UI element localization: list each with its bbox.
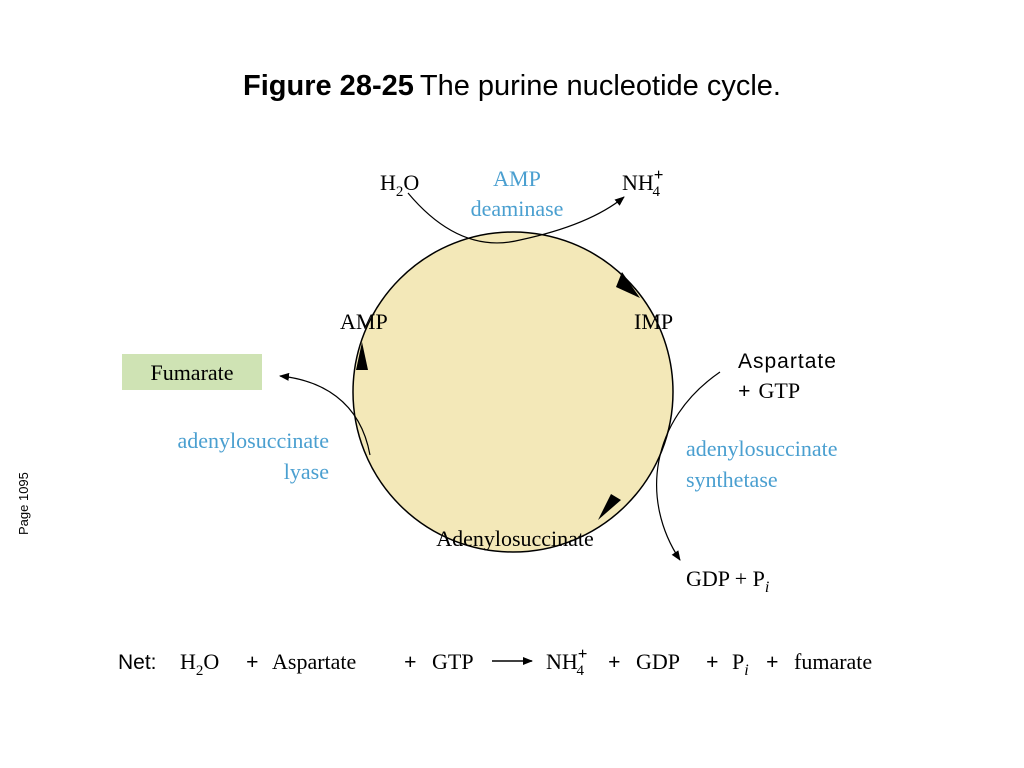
figure-caption: The purine nucleotide cycle. <box>419 70 781 102</box>
gdp-pi-output: GDP + Pi <box>686 566 769 596</box>
net-aspartate: Aspartate <box>272 649 356 674</box>
net-label: Net: <box>118 651 157 674</box>
adenylosuccinate-label: Adenylosuccinate <box>436 526 594 551</box>
net-plus-5: + <box>766 649 779 674</box>
net-plus-1: + <box>246 649 259 674</box>
net-plus-2: + <box>404 649 417 674</box>
lyase-label-line1: adenylosuccinate <box>178 428 330 453</box>
fumarate-box <box>122 354 262 390</box>
cycle-arrow-to-imp <box>616 272 640 298</box>
net-h2o: H2O <box>180 649 219 679</box>
lyase-arc-arrow <box>279 372 371 456</box>
gtp-input: +GTP <box>738 378 800 403</box>
net-ammonium: NH+4 <box>546 644 587 679</box>
synthetase-label-line1: adenylosuccinate <box>686 436 838 461</box>
fumarate-label: Fumarate <box>150 360 233 385</box>
cycle-circle <box>352 231 674 553</box>
imp-label: IMP <box>634 309 673 334</box>
net-gdp: GDP <box>636 649 680 674</box>
amp-deaminase-label-line1: AMP <box>493 166 541 191</box>
cycle-arrow-to-amp <box>356 342 368 370</box>
net-fumarate: fumarate <box>794 649 872 674</box>
synthetase-label-line2: synthetase <box>686 467 778 492</box>
net-plus-3: + <box>608 649 621 674</box>
deaminase-arc-arrow <box>407 192 625 244</box>
net-gtp: GTP <box>432 649 474 674</box>
cycle-arrow-to-adenylosuccinate <box>598 494 621 520</box>
ammonium-product: NH+4 <box>622 165 663 200</box>
amp-deaminase-label-line2: deaminase <box>471 196 564 221</box>
amp-label: AMP <box>340 309 388 334</box>
synthetase-arc-arrow <box>656 371 721 561</box>
net-phosphate: Pi <box>732 649 749 679</box>
net-equation: Net: H2O + Aspartate + GTP NH+4 + GDP + … <box>118 644 872 679</box>
lyase-label-line2: lyase <box>284 459 329 484</box>
figure-label: Figure 28-25 <box>243 70 414 102</box>
aspartate-input: Aspartate <box>738 350 837 373</box>
net-plus-4: + <box>706 649 719 674</box>
h2o-reactant: H2O <box>380 170 419 200</box>
